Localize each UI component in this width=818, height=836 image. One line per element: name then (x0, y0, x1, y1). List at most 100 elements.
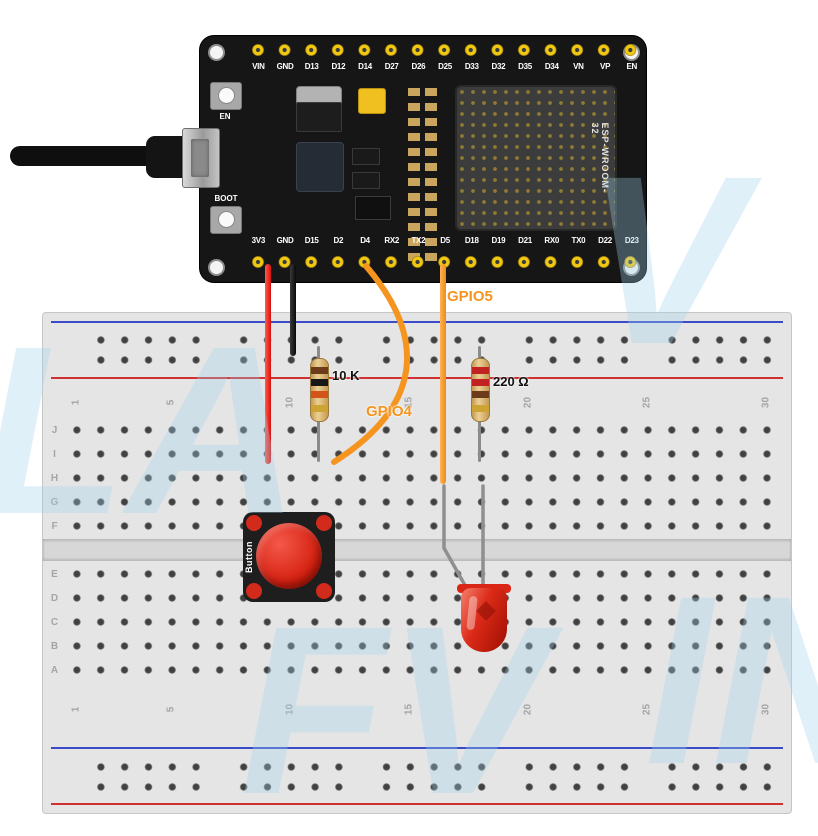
esp32-devkit-board: VIN GND D13 D12 D14 D27 D26 D25 D33 D32 … (182, 36, 648, 282)
row-letters-top: J I H G F (47, 418, 62, 538)
row-letter: A (50, 664, 59, 676)
push-button: Button (243, 512, 335, 602)
pin-labels-bottom: 3V3 GND D15 D2 D4 RX2 TX2 D5 D18 D19 D21… (245, 236, 645, 250)
pin-label: D18 (464, 236, 479, 245)
column-number: 30 (760, 703, 772, 716)
column-numbers-top: 1 5 10 15 20 25 30 (43, 397, 791, 413)
en-button-cap (218, 87, 235, 104)
capacitor (358, 88, 386, 114)
column-number: 30 (760, 396, 772, 409)
row-letter: G (50, 496, 59, 508)
row-letter: F (51, 520, 58, 532)
red-led (461, 588, 507, 652)
pin-label: D34 (544, 62, 559, 71)
resistor-10k-label: 10 K (332, 368, 360, 383)
pin-label: D25 (438, 62, 452, 71)
power-rail-negative-line (51, 321, 783, 323)
pin-label: D2 (333, 236, 344, 245)
pin-labels-top: VIN GND D13 D12 D14 D27 D26 D25 D33 D32 … (245, 62, 645, 76)
resistor-220 (471, 358, 490, 422)
column-numbers-bottom: 1 5 10 15 20 25 30 (43, 704, 791, 720)
push-button-pin (246, 515, 262, 531)
breadboard: 1 5 10 15 20 25 30 J I H G F E D C B A 1… (42, 312, 792, 814)
terminal-strip-top (65, 418, 780, 538)
smd-pads-column (425, 88, 437, 266)
pin-label: VP (600, 62, 611, 71)
push-button-pin (246, 583, 262, 599)
resistor-band-orange (311, 391, 328, 398)
pin-label: D23 (624, 236, 639, 245)
row-letter: B (50, 640, 59, 652)
smd-component (352, 172, 380, 189)
row-letter: I (53, 448, 56, 460)
pin-label: D27 (384, 62, 399, 71)
column-number: 5 (165, 706, 177, 713)
module-label: ESP-WROOM-32 (590, 122, 610, 194)
power-rail-negative-line (51, 747, 783, 749)
row-letters-bottom: E D C B A (47, 562, 62, 682)
resistor-band-brown (311, 367, 328, 374)
pin-label: 3V3 (251, 236, 266, 245)
column-number: 25 (641, 396, 653, 409)
smd-component (352, 148, 380, 165)
pin-label: VIN (252, 62, 265, 71)
pin-label: D35 (518, 62, 532, 71)
en-button (210, 82, 242, 110)
pin-label: D19 (491, 236, 506, 245)
column-number: 1 (70, 399, 82, 406)
column-number: 20 (522, 396, 534, 409)
smd-pads-column (408, 88, 420, 266)
resistor-10k (310, 358, 329, 422)
pin-label: D21 (518, 236, 532, 245)
column-number: 20 (522, 703, 534, 716)
pin-label: TX0 (571, 236, 586, 245)
pin-label: D22 (598, 236, 612, 245)
pin-label: RX0 (544, 236, 560, 245)
resistor-band-black (311, 379, 328, 386)
en-button-label: EN (219, 112, 231, 121)
pin-header-bottom (248, 254, 648, 270)
push-button-cap (256, 523, 322, 589)
column-number: 10 (284, 703, 296, 716)
resistor-band-red (472, 367, 489, 374)
pin-label: D33 (464, 62, 479, 71)
boot-button (210, 206, 242, 234)
power-rail-holes-bottom (89, 757, 791, 797)
center-channel (43, 539, 791, 561)
pin-label: D12 (331, 62, 346, 71)
column-number: 10 (284, 396, 296, 409)
row-letter: D (50, 592, 59, 604)
row-letter: J (51, 424, 58, 436)
resistor-band-brown (472, 391, 489, 398)
black-wire-gnd (290, 264, 296, 356)
mounting-hole (208, 259, 225, 276)
push-button-pin (316, 583, 332, 599)
push-button-pin (316, 515, 332, 531)
boot-button-cap (218, 211, 235, 228)
power-rail-positive-line (51, 377, 783, 379)
resistor-band-red (472, 379, 489, 386)
gpio4-label: GPIO4 (366, 403, 412, 420)
pin-label: D26 (411, 62, 426, 71)
usb-uart-chip (296, 142, 344, 192)
red-wire-3v3 (265, 264, 271, 464)
row-letter: H (50, 472, 59, 484)
terminal-strip-bottom (65, 562, 780, 682)
row-letter: C (50, 616, 59, 628)
pin-label: D4 (360, 236, 370, 245)
column-number: 1 (70, 706, 82, 713)
boot-button-label: BOOT (214, 194, 238, 203)
smd-component (355, 196, 391, 220)
column-number: 25 (641, 703, 653, 716)
gpio5-label: GPIO5 (447, 288, 493, 305)
pin-header-top (248, 42, 648, 58)
micro-usb-connector (182, 128, 220, 188)
orange-wire-gpio5 (440, 264, 446, 484)
pin-label: GND (276, 236, 294, 245)
pin-label: D15 (304, 236, 319, 245)
resistor-band-gold (311, 405, 328, 412)
resistor-220-label: 220 Ω (493, 374, 529, 389)
mounting-hole (208, 44, 225, 61)
push-button-label: Button (244, 541, 254, 573)
